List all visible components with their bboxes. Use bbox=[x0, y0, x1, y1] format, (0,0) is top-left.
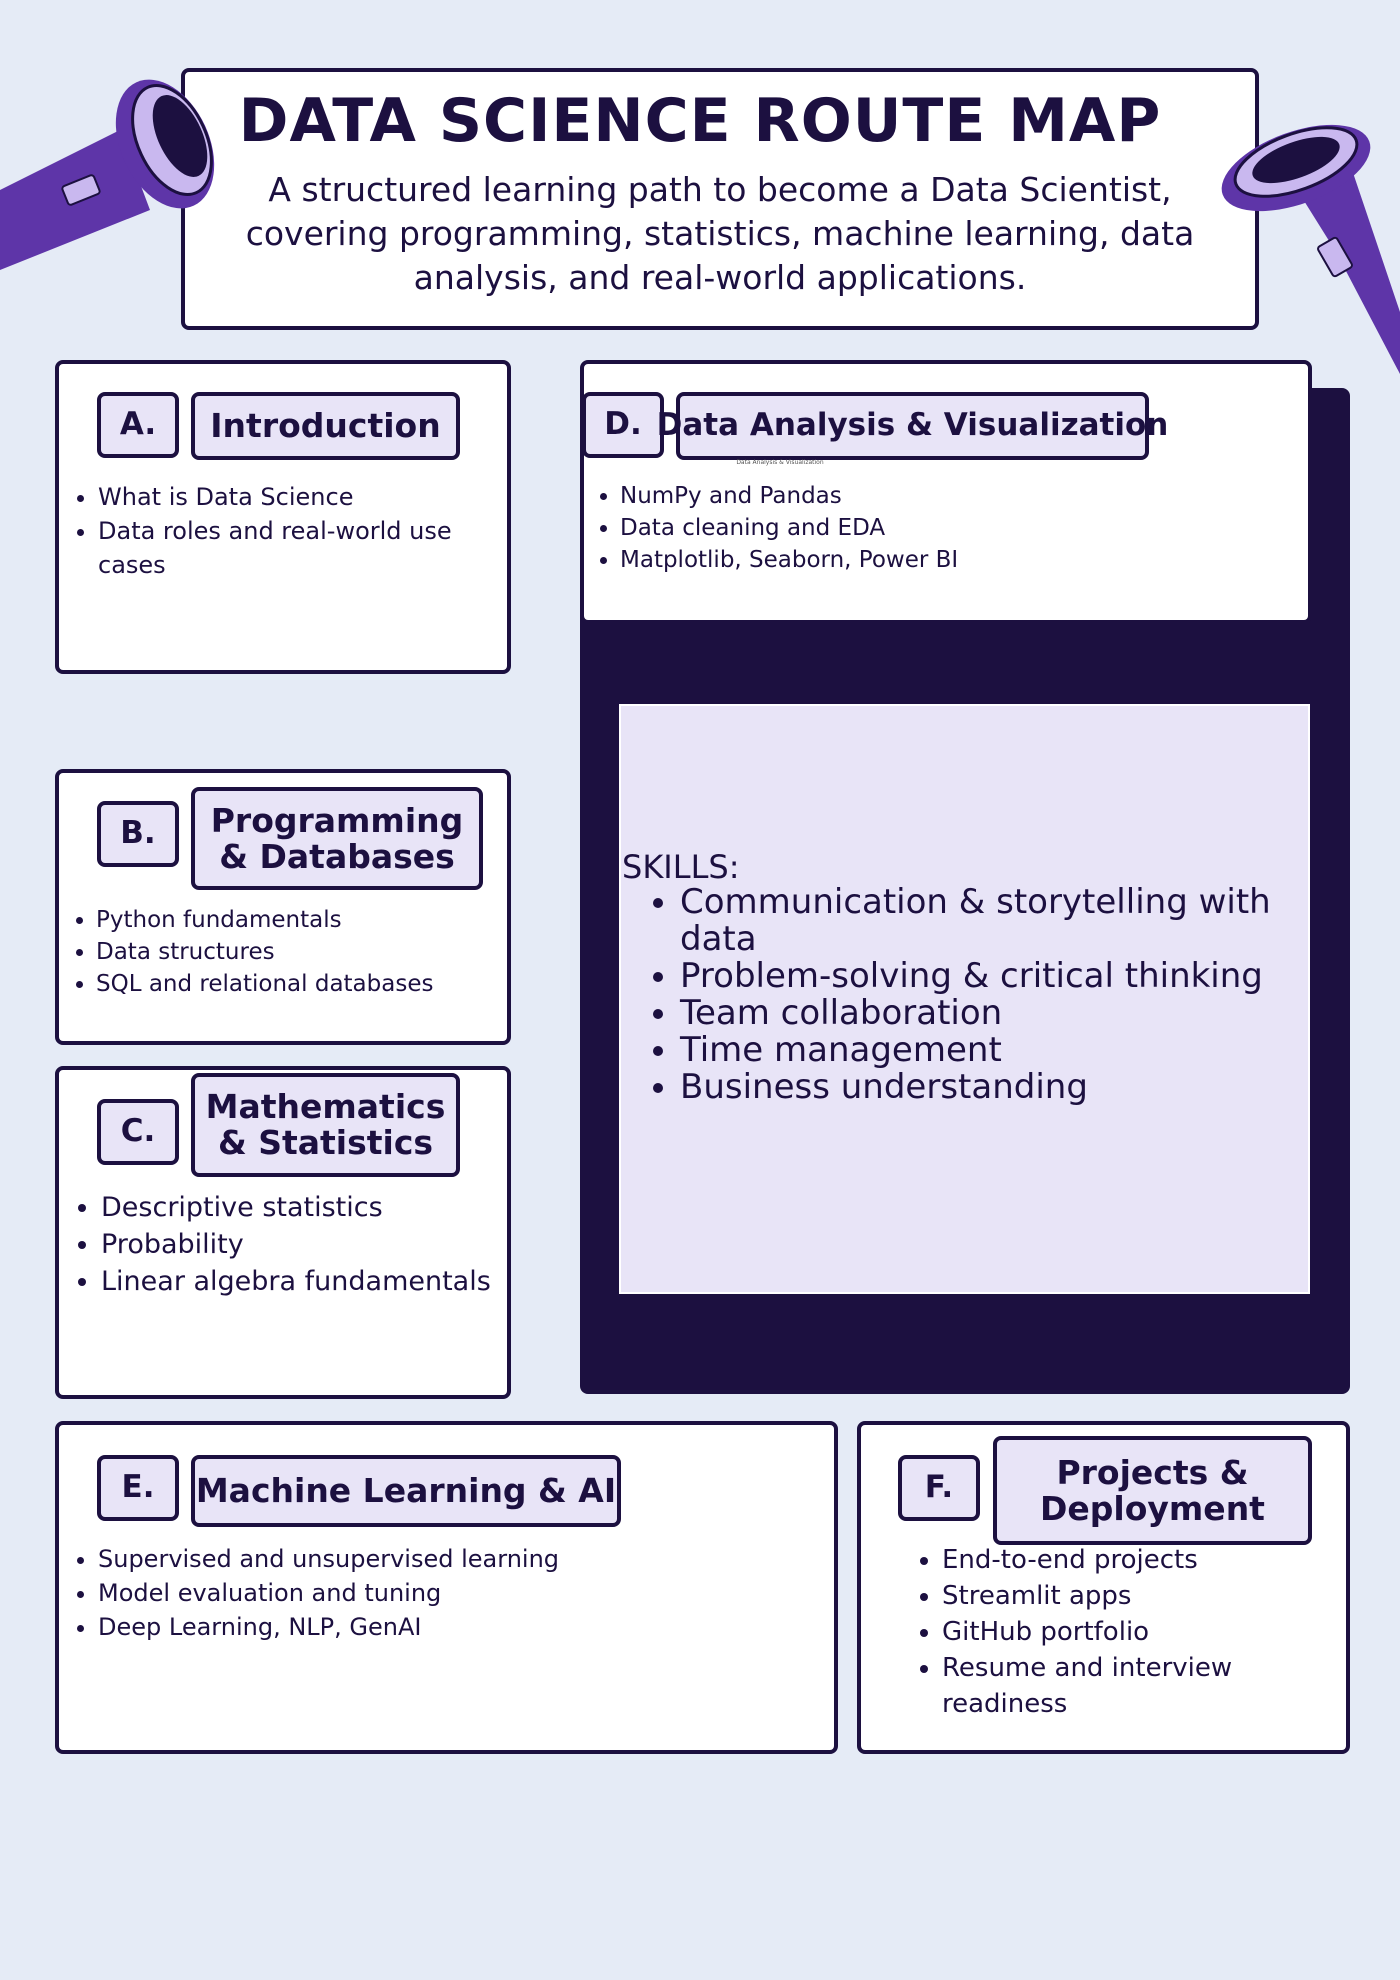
list-item: Time management bbox=[680, 1032, 1300, 1069]
section-d-letter: D. bbox=[582, 392, 664, 458]
section-e-list: Supervised and unsupervised learning Mod… bbox=[76, 1542, 838, 1644]
list-item: Data roles and real-world use cases bbox=[98, 514, 498, 582]
section-d-card bbox=[580, 360, 1312, 624]
section-f-letter: F. bbox=[898, 1455, 980, 1521]
list-item: Model evaluation and tuning bbox=[98, 1576, 838, 1610]
section-d-caption: Data Analysis & Visualization bbox=[736, 459, 824, 466]
list-item: End-to-end projects bbox=[942, 1542, 1342, 1578]
list-item: Team collaboration bbox=[680, 995, 1300, 1032]
section-f-title: Projects & Deployment bbox=[993, 1436, 1312, 1545]
section-f-list: End-to-end projects Streamlit apps GitHu… bbox=[920, 1542, 1342, 1722]
list-item: Descriptive statistics bbox=[101, 1189, 521, 1226]
list-item: Streamlit apps bbox=[942, 1578, 1342, 1614]
list-item: Linear algebra fundamentals bbox=[101, 1263, 521, 1300]
section-c-list: Descriptive statistics Probability Linea… bbox=[79, 1189, 521, 1300]
list-item: Resume and interview readiness bbox=[942, 1650, 1342, 1722]
list-item: Probability bbox=[101, 1226, 521, 1263]
section-d-title: Data Analysis & Visualization bbox=[657, 392, 1168, 460]
section-b-list: Python fundamentals Data structures SQL … bbox=[74, 904, 516, 1000]
list-item: Matplotlib, Seaborn, Power BI bbox=[620, 544, 1300, 576]
page-title: DATA SCIENCE ROUTE MAP bbox=[238, 86, 1162, 156]
list-item: Problem-solving & critical thinking bbox=[680, 958, 1300, 995]
list-item: Communication & storytelling with data bbox=[680, 884, 1300, 958]
section-e-letter: E. bbox=[97, 1455, 179, 1521]
section-a-title: Introduction bbox=[191, 392, 460, 460]
section-d-list: NumPy and Pandas Data cleaning and EDA M… bbox=[598, 480, 1300, 576]
list-item: Data cleaning and EDA bbox=[620, 512, 1300, 544]
list-item: Business understanding bbox=[680, 1069, 1300, 1106]
list-item: Supervised and unsupervised learning bbox=[98, 1542, 838, 1576]
section-b-letter: B. bbox=[97, 801, 179, 867]
section-a-letter: A. bbox=[97, 392, 179, 458]
list-item: Data structures bbox=[96, 936, 516, 968]
section-b-title: Programming & Databases bbox=[191, 787, 483, 890]
skills-list: Communication & storytelling with data P… bbox=[650, 884, 1300, 1106]
flashlight-icon bbox=[0, 79, 215, 270]
list-item: What is Data Science bbox=[98, 480, 498, 514]
section-a-list: What is Data Science Data roles and real… bbox=[76, 480, 498, 582]
section-c-title: Mathematics & Statistics bbox=[191, 1073, 460, 1177]
list-item: SQL and relational databases bbox=[96, 968, 516, 1000]
list-item: Deep Learning, NLP, GenAI bbox=[98, 1610, 838, 1644]
skills-label: SKILLS: bbox=[622, 848, 740, 886]
section-e-title: Machine Learning & AI bbox=[191, 1455, 621, 1527]
page-subtitle: A structured learning path to become a D… bbox=[245, 170, 1195, 297]
list-item: Python fundamentals bbox=[96, 904, 516, 936]
flashlight-icon bbox=[1221, 124, 1400, 374]
title-card bbox=[181, 68, 1259, 330]
section-c-letter: C. bbox=[97, 1099, 179, 1165]
skills-card bbox=[619, 704, 1310, 1294]
list-item: GitHub portfolio bbox=[942, 1614, 1342, 1650]
list-item: NumPy and Pandas bbox=[620, 480, 1300, 512]
